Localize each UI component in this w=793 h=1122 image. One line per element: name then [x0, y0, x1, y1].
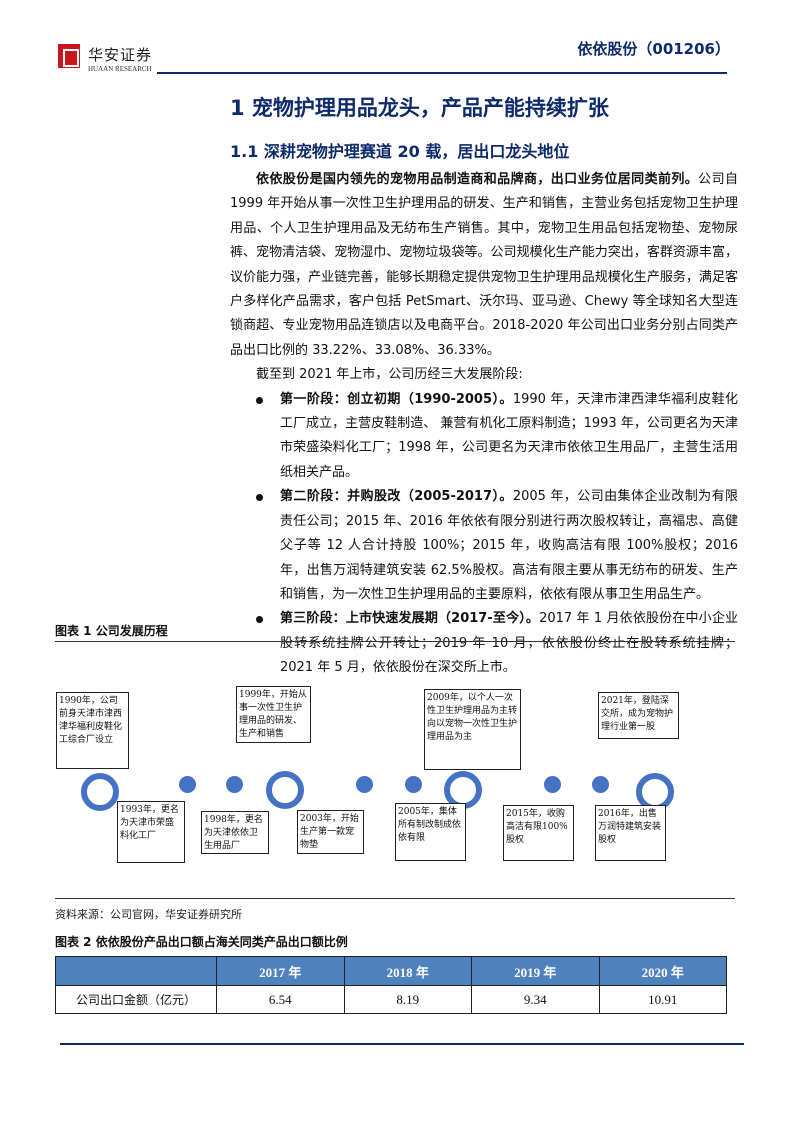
bullet-icon	[256, 616, 263, 624]
stage-title: 第三阶段：上市快速发展期（2017-至今）。	[280, 611, 540, 627]
timeline-event: 1998年，更名为天津依依卫生用品厂	[201, 811, 269, 854]
timeline-event: 2009年，以个人一次性卫生护理用品为主转向以宠物一次性卫生护理用品为主	[424, 689, 521, 770]
timeline-major-node	[81, 773, 119, 811]
timeline-minor-node	[179, 776, 196, 793]
timeline-event: 2016年，出售万润特建筑安装股权	[595, 805, 666, 861]
stage-item: 第一阶段：创立初期（1990-2005）。1990 年，天津市津西津华福利皮鞋化…	[230, 388, 738, 486]
table-header-cell	[55, 956, 217, 986]
table-cell: 8.19	[343, 985, 472, 1014]
bullet-icon	[256, 494, 263, 502]
section-heading: 1 宠物护理用品龙头，产品产能持续扩张	[230, 96, 609, 120]
stage-text: 2017 年 1 月依依股份在中小企业股转系统挂牌公开转让；2019 年 10 …	[280, 611, 738, 676]
table-cell: 9.34	[471, 985, 600, 1014]
body-text: 依依股份是国内领先的宠物用品制造商和品牌商，出口业务位居同类前列。公司自1999…	[230, 168, 738, 681]
logo-text: 华安证券	[88, 46, 153, 64]
table-header-cell: 2020 年	[598, 956, 727, 986]
stage-item: 第二阶段：并购股改（2005-2017）。2005 年，公司由集体企业改制为有限…	[230, 485, 738, 607]
timeline-event: 1990年，公司前身天津市津西津华福利皮鞋化工综合厂设立	[56, 692, 129, 769]
timeline-event: 1993年，更名为天津市荣盛料化工厂	[117, 801, 185, 863]
paragraph-text: 公司自1999 年开始从事一次性卫生护理用品的研发、生产和销售，主营业务包括宠物…	[230, 172, 738, 358]
table-row: 公司出口金额（亿元） 6.54 8.19 9.34 10.91	[55, 985, 727, 1014]
source-note: 资料来源：公司官网，华安证券研究所	[55, 908, 242, 921]
table-header-cell: 2019 年	[471, 956, 600, 986]
logo-icon	[58, 44, 80, 68]
stage-title: 第一阶段：创立初期（1990-2005）。	[280, 391, 513, 407]
table-header-row: 2017 年 2018 年 2019 年 2020 年	[55, 956, 727, 986]
header-divider	[157, 72, 727, 74]
timeline-major-node	[266, 771, 304, 809]
table-cell: 10.91	[598, 985, 727, 1014]
bullet-icon	[256, 396, 263, 404]
timeline-minor-node	[356, 776, 373, 793]
footer-divider	[60, 1043, 744, 1045]
stage-item: 第三阶段：上市快速发展期（2017-至今）。2017 年 1 月依依股份在中小企…	[230, 607, 738, 680]
export-table: 2017 年 2018 年 2019 年 2020 年 公司出口金额（亿元） 6…	[55, 956, 727, 1014]
table-header-cell: 2018 年	[343, 956, 472, 986]
stage-text: 2005 年，公司由集体企业改制为有限责任公司；2015 年、2016 年依依有…	[280, 489, 739, 602]
caption-divider	[55, 641, 735, 642]
figure-caption: 图表 1 公司发展历程	[55, 624, 168, 638]
subsection-heading: 1.1 深耕宠物护理赛道 20 载，居出口龙头地位	[230, 142, 570, 161]
timeline-minor-node	[405, 776, 422, 793]
timeline-event: 2005年，集体所有制改制成依依有限	[395, 803, 466, 861]
timeline-minor-node	[544, 776, 561, 793]
stage-text: 1990 年，天津市津西津华福利皮鞋化工厂成立，主营皮鞋制造、 兼营有机化工原料…	[280, 391, 739, 480]
timeline-event: 2021年，登陆深交所，成为宠物护理行业第一股	[598, 692, 679, 739]
timeline-event: 2003年，开始生产第一款宠物垫	[297, 810, 364, 854]
source-divider	[55, 898, 735, 899]
report-title: 依依股份（001206）	[577, 40, 730, 58]
timeline-minor-node	[226, 776, 243, 793]
stage-title: 第二阶段：并购股改（2005-2017）。	[280, 489, 513, 505]
paragraph-lead: 依依股份是国内领先的宠物用品制造商和品牌商，出口业务位居同类前列。	[256, 172, 699, 187]
table-cell: 6.54	[216, 985, 345, 1014]
paragraph: 依依股份是国内领先的宠物用品制造商和品牌商，出口业务位居同类前列。公司自1999…	[230, 168, 738, 363]
timeline-event: 2015年，收购高洁有限100%股权	[503, 805, 574, 861]
logo-subtext: HUAAN RESEARCH	[88, 65, 152, 73]
paragraph: 截至到 2021 年上市，公司历经三大发展阶段:	[256, 367, 523, 383]
table-header-cell: 2017 年	[216, 956, 345, 986]
figure-caption: 图表 2 依依股份产品出口额占海关同类产品出口额比例	[55, 935, 348, 949]
timeline-event: 1999年，开始从事一次性卫生护理用品的研发、生产和销售	[236, 686, 311, 743]
table-row-label: 公司出口金额（亿元）	[55, 985, 217, 1014]
timeline-minor-node	[592, 776, 609, 793]
